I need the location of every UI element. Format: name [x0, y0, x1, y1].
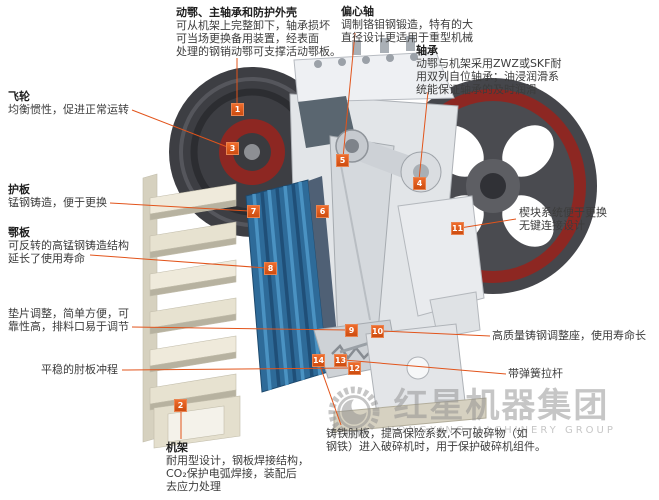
callout-line: 锰钢铸造，便于更换 [8, 196, 107, 209]
marker-10: 10 [371, 325, 384, 338]
callout-line: 调制铬钼钢锻造，特有的大 [341, 18, 473, 31]
callout-line: 耐用型设计，钢板焊接结构， [166, 454, 309, 467]
callout-line: 动鄂、主轴承和防护外壳 [176, 6, 297, 19]
jaw-plate-blue [245, 176, 340, 393]
callout-line: 均衡惯性，促进正常运转 [8, 103, 129, 116]
callout-line: 延长了使用寿命 [8, 252, 85, 265]
callout-title: 轴承 [416, 44, 438, 57]
callout-shim-adjustment: 垫片调整，简单方便，可 靠性高，排料口易于调节 [8, 307, 129, 333]
callout-line: 直径设计更适用于重型机械 [341, 31, 473, 44]
adjusting-stand [333, 323, 487, 433]
callout-bearing: 轴承 动鄂与机架采用ZWZ或SKF耐 用双列自位轴承；油浸润滑系 统能保证轴承的… [416, 44, 561, 96]
marker-3: 3 [226, 142, 239, 155]
callout-line: 垫片调整，简单方便，可 [8, 307, 129, 320]
feed-hopper [142, 173, 241, 449]
callout-wedge-system: 楔块系统便于更换 无键连接设计 [519, 206, 607, 232]
callout-line: 平稳的肘板冲程 [41, 363, 118, 376]
marker-9: 9 [345, 324, 358, 337]
marker-1: 1 [231, 103, 244, 116]
callout-title: 偏心轴 [341, 5, 374, 18]
callout-line: 可从机架上完整卸下，轴承损坏 [176, 19, 330, 32]
callout-line: 统能保证轴承的及时润滑 [416, 83, 537, 96]
callout-eccentric-shaft: 偏心轴 调制铬钼钢锻造，特有的大 直径设计更适用于重型机械 [341, 5, 473, 44]
callout-adjusting-seat: 高质量铸钢调整座，使用寿命长 [492, 329, 646, 342]
callout-line: 无键连接设计 [519, 219, 585, 232]
callout-toggle-plate: 铸铁肘板，提高保险系数,不可破碎物（如 钢铁）进入破碎机时，用于保护破碎机组件。 [326, 427, 546, 453]
marker-2: 2 [174, 399, 187, 412]
callout-title: 机架 [166, 441, 188, 454]
callout-line: 动鄂与机架采用ZWZ或SKF耐 [416, 57, 562, 70]
callout-line: 靠性高，排料口易于调节 [8, 320, 129, 333]
callout-title: 飞轮 [8, 90, 30, 103]
callout-line: 带弹簧拉杆 [508, 367, 563, 380]
pitman [329, 129, 442, 345]
marker-13: 13 [334, 354, 347, 367]
callout-line: 高质量铸钢调整座，使用寿命长 [492, 329, 646, 342]
callout-line: 去应力处理 [166, 480, 221, 493]
marker-6: 6 [316, 205, 329, 218]
callout-title: 护板 [8, 183, 30, 196]
callout-line: 用双列自位轴承；油浸润滑系 [416, 70, 559, 83]
callout-line: 楔块系统便于更换 [519, 206, 607, 219]
marker-8: 8 [264, 262, 277, 275]
watermark-en-text: HONGXING MACHINERY GROUP [387, 425, 616, 436]
callout-line: 可当场更换备用装置，经表面 [176, 32, 319, 45]
callout-spring-rod: 带弹簧拉杆 [508, 367, 563, 380]
callout-flywheel: 飞轮 均衡惯性，促进正常运转 [8, 90, 129, 116]
marker-14: 14 [312, 354, 325, 367]
callout-toggle-stroke: 平稳的肘板冲程 [41, 363, 118, 376]
callout-jaw-plate: 鄂板 可反转的高锰钢铸造结构 延长了使用寿命 [8, 226, 129, 265]
marker-5: 5 [336, 154, 349, 167]
gear-logo-icon [328, 386, 380, 438]
watermark-cn-text: 红星机器集团 [393, 386, 610, 426]
callout-title: 鄂板 [8, 226, 30, 239]
callout-line: 可反转的高锰钢铸造结构 [8, 239, 129, 252]
callout-guard-plate: 护板 锰钢铸造，便于更换 [8, 183, 107, 209]
callout-line: 处理的钢销动鄂可支撑活动鄂板。 [176, 45, 341, 58]
callout-line: 钢铁）进入破碎机时，用于保护破碎机组件。 [326, 440, 546, 453]
callout-frame: 机架 耐用型设计，钢板焊接结构， CO₂保护电弧焊接，装配后 去应力处理 [166, 441, 309, 493]
marker-7: 7 [247, 205, 260, 218]
marker-11: 11 [451, 222, 464, 235]
callout-line: 铸铁肘板，提高保险系数,不可破碎物（如 [326, 427, 528, 440]
callout-moving-jaw: 动鄂、主轴承和防护外壳 可从机架上完整卸下，轴承损坏 可当场更换备用装置，经表面… [176, 6, 341, 58]
callout-line: CO₂保护电弧焊接，装配后 [166, 467, 297, 480]
watermark: 红星机器集团 HONGXING MACHINERY GROUP [328, 386, 616, 438]
marker-4: 4 [413, 177, 426, 190]
marker-12: 12 [348, 362, 361, 375]
